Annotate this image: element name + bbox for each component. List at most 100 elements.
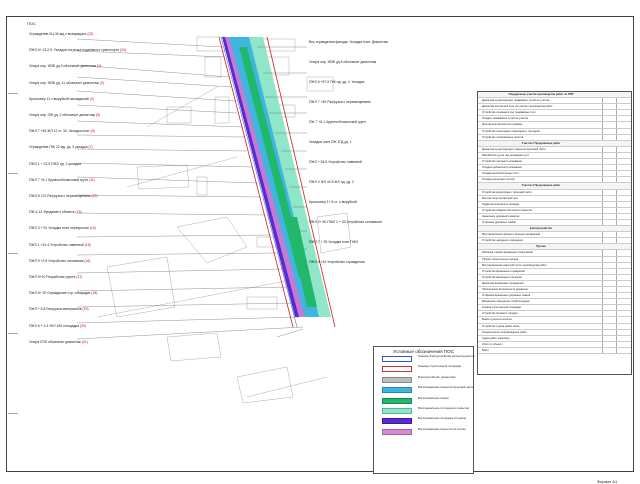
callout-ref: (7) [87, 145, 93, 150]
callout-text: ПЖЛ 9 +2.5 Устройство основания [29, 258, 84, 263]
table-cell-name: Охрана строительной площадки [482, 306, 522, 310]
callout-text: Опора опр. ЖЛБ уд.3 обозначит демонтаж [29, 64, 97, 69]
table-cell-number [602, 134, 616, 140]
table-row: Устройство основания под трамвайные пути [478, 110, 632, 117]
callout-text: Ограждение ПЖ 22 мд. уд. 3 укладка [29, 145, 88, 150]
table-cell-qty [616, 293, 632, 299]
callout-text: ПЖЛ 8 +21 Разгрузка с перемещением [29, 194, 91, 198]
table-cell-number [602, 171, 616, 177]
table-cell-name: Уборка строительного мусора [482, 257, 519, 261]
table-row: Уборка строительного мусора [478, 256, 631, 263]
table-cell-qty [616, 213, 632, 219]
callout-text: ПЖЛ 7 +45 ЖЛ 12 ст. 30. Укладка плит [29, 129, 90, 134]
table-cell-number [602, 116, 616, 122]
table-section-header: Определение участка производства работ п… [478, 92, 631, 99]
table-section-header: Благоустройство [478, 226, 631, 233]
callout-text: ПЖЛ 7 +8.1 Крупнообломочный грунт [29, 177, 89, 182]
callout-text: ПЖЛ 7 +45 Разгрузка с перемещением [309, 100, 371, 104]
table-row: Временное освещение стройплощадки [478, 299, 631, 306]
legend-item: Граница строительной площадки [378, 364, 473, 374]
table-cell-qty [616, 98, 632, 104]
callout-text: ПЖ 4-12 Фундамент объекта [29, 210, 75, 215]
table-cell-number [602, 329, 616, 335]
callout-label: ПЖЛ 1 + 22.5 ПЖЛ нд. 2 укладка [29, 162, 81, 167]
table-cell-qty [616, 116, 632, 122]
table-cell-qty [616, 159, 632, 165]
table-cell-qty [616, 329, 632, 335]
legend-swatch [382, 366, 412, 373]
table-cell-qty [616, 268, 632, 274]
legend-label: Восстановление покрытия проезжей части [418, 385, 474, 390]
callout-label: ПЖЛ 3 + 51 Укладка плит перекрытия (14) [29, 226, 96, 231]
table-row: Устройство асфальтобетонного покрытия [478, 207, 631, 214]
drawing-sheet: ПОС [6, 16, 634, 484]
legend-label: Благоустройство территории [418, 374, 456, 379]
table-cell-name: Подвеска контактного провода [482, 202, 520, 206]
legend-item: Восстановление покрытия из плитки [378, 427, 473, 437]
legend-label: Граница благоустройства (проектируемого) [418, 354, 475, 358]
table-cell-number [602, 335, 616, 341]
legend-item: Восстановление площадок из щебня [378, 416, 473, 426]
table-cell-number [602, 268, 616, 274]
table-cell-number [602, 250, 616, 256]
table-cell-name: Определение участка производства работ п… [508, 93, 574, 96]
table-row: Демонтаж существующих трамвайных путей н… [478, 98, 632, 105]
table-cell-name: Восстановление газонов и зеленых насажде… [482, 233, 541, 237]
legend-item: Благоустройство территории [378, 375, 473, 385]
table-row: Устройство водоотвода с проезжей части [478, 189, 631, 196]
callout-ref: (16) [83, 258, 91, 263]
table-cell-name: Устройство песчаного основания [482, 160, 522, 164]
table-cell-number [602, 232, 616, 238]
legend-swatch [382, 376, 412, 383]
legend-swatch [382, 418, 412, 425]
plan-title: ПОС [27, 21, 36, 26]
table-cell-qty [616, 177, 632, 183]
table-cell-number [602, 280, 616, 286]
table-cell-qty [616, 110, 632, 116]
table-cell-number [602, 219, 616, 226]
table-cell-number [602, 311, 616, 317]
legend-label: Граница строительной площадки [418, 364, 462, 369]
table-cell-qty [616, 171, 632, 177]
callout-ref: (24) [118, 48, 126, 53]
table-row: Укладка железобетонных плит [478, 171, 632, 178]
table-section-header: Прочие [478, 244, 631, 251]
table-cell-qty [616, 201, 632, 207]
table-cell-qty [616, 287, 632, 293]
table-cell-number [602, 207, 616, 213]
table-cell-name: Укладка трамвайных путей на участке [482, 117, 529, 121]
red-boundary-left [218, 36, 294, 328]
table-cell-number [602, 274, 616, 280]
legend-label: Восстановление покрытия из плитки [418, 426, 466, 431]
walk-zone [249, 37, 331, 317]
callout-ref: (17) [75, 275, 83, 279]
callout-label: ПЖЛ 6 +57.5 ПЖ нд. уд. 4. Укладка [309, 80, 364, 85]
callout-label: Опора опр. ЖЛБ уд.6 обозначит демонтаж [309, 60, 376, 65]
callout-text: ПЖЛ 6+ 13:2.5. Укладка погрузка подземно… [29, 48, 119, 53]
callout-label: Вес ограждения фасада. Укладка плит. Дем… [309, 40, 388, 45]
table-row: Устройство наружного освещения [478, 238, 631, 245]
table-row: Монтаж контактной сети трамвая [478, 122, 631, 129]
table-cell-qty [616, 335, 632, 341]
table-row: Устройство песчаного основания [478, 159, 632, 166]
legend-swatch [382, 407, 412, 414]
table-cell-number [602, 152, 616, 159]
callout-label: ПЖЛ 8+ 20 Ограждение стр. площадки (18) [29, 291, 97, 296]
table-row: Геодезическое сопровождение работ [478, 329, 632, 336]
table-cell-name: Устройство пешеходных переходов и тротуа… [482, 129, 540, 133]
table-cell-qty [616, 280, 632, 286]
table-cell-number [602, 177, 616, 183]
callout-label: Опора опр. ПЖ уд. 2 обозначит демонтаж (… [29, 113, 100, 118]
table-cell-qty [616, 262, 632, 268]
table-row: Установка временных дорожных знаков [478, 293, 632, 300]
table-row: Восстановление газонов и зеленых насажде… [478, 232, 631, 239]
callout-ref: (21) [80, 339, 88, 344]
table-cell-number [602, 293, 616, 299]
table-row: Демонтаж существующего покрытия проезжей… [478, 146, 632, 153]
callout-text: Опора опр. ПЖ уд. 2 обозначит демонтаж [29, 113, 96, 117]
leader-lines [76, 38, 307, 340]
table-row: Устройство пункта мойки колес [478, 323, 631, 330]
table-cell-qty [616, 146, 632, 152]
table-row: Охрана строительной площадки [478, 305, 631, 312]
callout-label: ПЖЛ 6 + 2.4 УКЛ 150 площадка (20) [29, 324, 86, 329]
